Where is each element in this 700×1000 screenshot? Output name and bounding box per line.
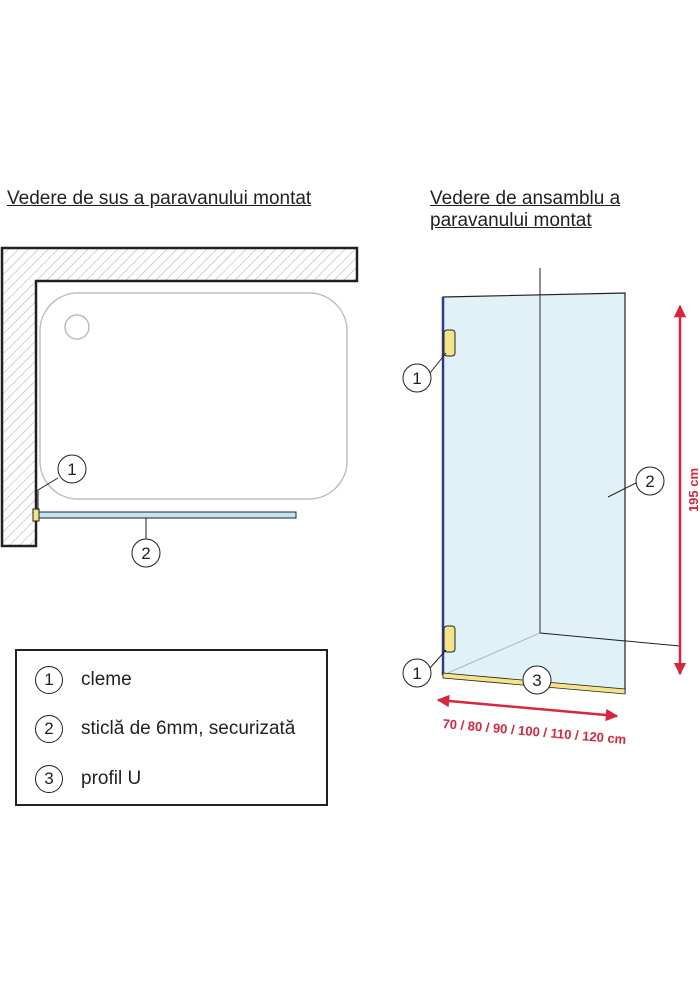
callout-2-circle — [635, 466, 665, 496]
assembly-view-title: Vedere de ansamblu a paravanului montat — [430, 188, 620, 232]
legend-label: sticlă de 6mm, securizată — [81, 718, 296, 739]
width-dimension-label: 70 / 80 / 90 / 100 / 110 / 120 cm — [442, 716, 627, 747]
assembly-view-drawing: 1 1 2 3 195 cm 70 / 80 / 90 / 100 / 110 … — [402, 268, 700, 747]
callout-1-upper: 1 — [412, 369, 421, 388]
legend-item-profile: 3 profil U — [35, 764, 141, 794]
wall-section — [0, 246, 359, 548]
top-view-drawing: 1 2 — [0, 246, 359, 568]
callout-1-top-circle — [57, 454, 87, 484]
legend-number: 3 — [35, 765, 63, 793]
glass-panel-top-view — [36, 511, 297, 519]
top-view-title: Vedere de sus a paravanului montat — [7, 188, 312, 209]
callout-1-top: 1 — [67, 460, 76, 479]
clamp-upper — [443, 329, 456, 357]
room-floor-through-glass — [539, 632, 626, 642]
callout-3: 3 — [532, 671, 541, 690]
legend-label: profil U — [81, 768, 142, 789]
clamp-top-view — [32, 508, 40, 522]
width-dimension-arrow — [436, 694, 619, 722]
height-dimension-label: 195 cm — [686, 468, 700, 512]
drain-icon — [64, 314, 90, 340]
assembly-view-title-line1: Vedere de ansamblu a — [430, 188, 621, 209]
callout-1-lower-circle — [402, 658, 432, 688]
legend-label: cleme — [81, 669, 132, 690]
callout-1-upper-circle — [402, 363, 432, 393]
legend-item-glass: 2 sticlă de 6mm, securizată — [35, 714, 295, 744]
assembly-view-title-line2: paravanului montat — [430, 210, 592, 231]
callout-1-leader-top — [37, 477, 59, 510]
callout-1-lower: 1 — [412, 664, 421, 683]
callout-2-top-circle — [131, 538, 161, 568]
callout-2: 2 — [645, 472, 654, 491]
legend-item-clamps: 1 cleme — [35, 665, 132, 695]
legend-number: 1 — [35, 666, 63, 694]
callout-1-lower-leader — [429, 649, 447, 669]
legend-box: 1 cleme 2 sticlă de 6mm, securizată 3 pr… — [15, 649, 328, 806]
callout-2-top: 2 — [141, 544, 150, 563]
glass-panel — [442, 292, 626, 694]
callout-3-circle — [522, 665, 552, 695]
callout-2-leader — [607, 482, 637, 498]
bathtub-outline — [39, 292, 348, 500]
clamp-lower — [443, 625, 456, 653]
callout-1-upper-leader — [429, 352, 447, 374]
legend-number: 2 — [35, 715, 63, 743]
